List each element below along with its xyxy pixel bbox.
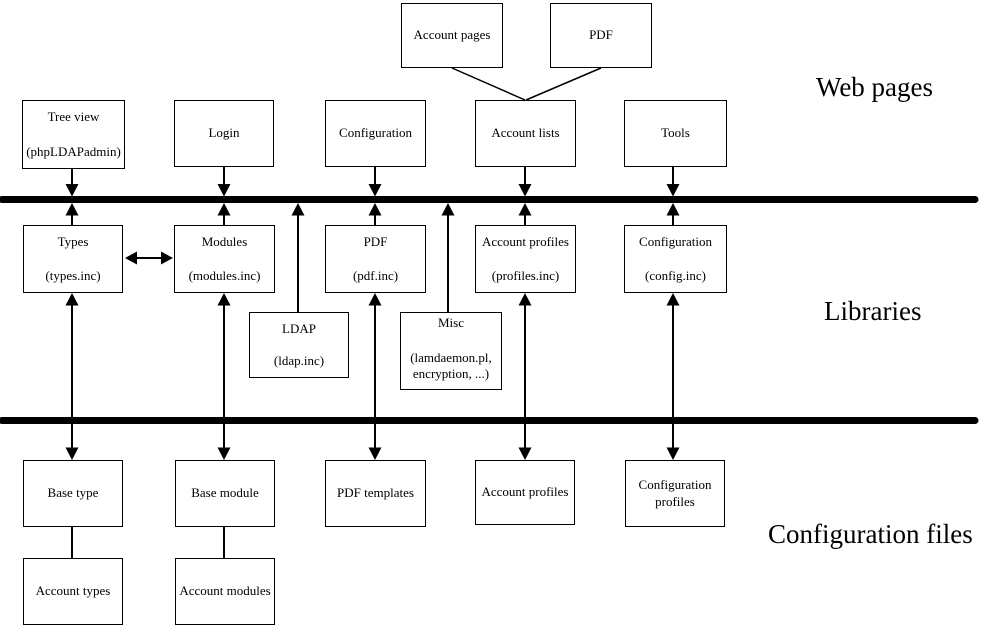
node-pdf-templates: PDF templates bbox=[325, 460, 426, 527]
node-label: LDAP bbox=[282, 321, 316, 336]
edge-account-lists-bus bbox=[518, 167, 532, 197]
node-label: Account pages bbox=[413, 27, 491, 43]
node-ldap-lib: LDAP (ldap.inc) bbox=[249, 312, 349, 378]
node-label: Configuration bbox=[339, 125, 412, 141]
up-arrowhead bbox=[666, 203, 680, 216]
section-label-configuration-files: Configuration files bbox=[768, 519, 973, 549]
node-base-type: Base type bbox=[23, 460, 123, 527]
node-sublabel: (profiles.inc) bbox=[491, 267, 560, 283]
node-pdf-pages: PDF bbox=[550, 3, 652, 68]
edge-ldap-bus bbox=[291, 203, 305, 312]
up-arrowhead bbox=[291, 203, 305, 216]
down-arrowhead bbox=[368, 184, 382, 197]
down-arrowhead bbox=[65, 184, 79, 197]
up-arrowhead bbox=[518, 293, 532, 306]
node-configuration-profiles: Configuration profiles bbox=[625, 460, 725, 527]
node-sublabel: (config.inc) bbox=[644, 267, 706, 283]
node-label: PDF bbox=[363, 234, 388, 249]
up-arrowhead bbox=[65, 293, 79, 306]
edge-types-bus bbox=[65, 203, 79, 225]
node-tree-view: Tree view (phpLDAPadmin) bbox=[22, 100, 125, 169]
node-tools: Tools bbox=[624, 100, 727, 167]
node-sublabel: (pdf.inc) bbox=[352, 267, 399, 283]
node-sublabel: (modules.inc) bbox=[188, 267, 261, 283]
down-arrowhead bbox=[518, 184, 532, 197]
node-login: Login bbox=[174, 100, 274, 167]
node-label: Configuration profiles bbox=[638, 477, 712, 509]
edge-pdf-lib-pdf-templates bbox=[368, 293, 382, 460]
node-label: Account profiles bbox=[481, 234, 569, 249]
node-modules-lib: Modules (modules.inc) bbox=[174, 225, 275, 293]
node-label: Login bbox=[208, 125, 240, 141]
node-configuration-page: Configuration bbox=[325, 100, 426, 167]
node-label: PDF templates bbox=[337, 485, 414, 501]
edge-configuration-lib-profiles bbox=[666, 293, 680, 460]
left-arrowhead bbox=[125, 251, 137, 265]
edge-misc-bus bbox=[441, 203, 455, 312]
down-arrowhead bbox=[217, 447, 231, 460]
up-arrowhead bbox=[666, 293, 680, 306]
edge-modules-bus bbox=[217, 203, 231, 225]
edge-modules-base-module bbox=[217, 293, 231, 460]
node-label: Base module bbox=[191, 485, 259, 501]
edge-login-bus bbox=[217, 167, 231, 197]
edge-pdf-pages-account-lists bbox=[525, 67, 602, 101]
node-label: Base type bbox=[47, 485, 99, 501]
edge-tools-bus bbox=[666, 167, 680, 197]
node-account-modules: Account modules bbox=[175, 558, 275, 625]
node-label: PDF bbox=[589, 27, 613, 43]
down-arrowhead bbox=[368, 447, 382, 460]
up-arrowhead bbox=[217, 293, 231, 306]
node-configuration-lib: Configuration (config.inc) bbox=[624, 225, 727, 293]
down-arrowhead bbox=[217, 184, 231, 197]
node-sublabel: (types.inc) bbox=[45, 267, 101, 283]
edge-configuration-bus bbox=[368, 167, 382, 197]
node-label: Modules bbox=[201, 234, 248, 249]
up-arrowhead bbox=[441, 203, 455, 216]
edge-types-modules bbox=[125, 251, 173, 265]
edge-tree-view-bus bbox=[65, 168, 79, 197]
edge-account-profiles-lib-files bbox=[518, 293, 532, 460]
node-label: Account modules bbox=[179, 583, 271, 599]
node-label: Types bbox=[57, 234, 89, 249]
node-account-profiles-file: Account profiles bbox=[475, 460, 575, 525]
node-label: Tools bbox=[661, 125, 690, 141]
node-account-profiles-lib: Account profiles (profiles.inc) bbox=[475, 225, 576, 293]
edge-account-pages-account-lists bbox=[451, 67, 526, 101]
section-label-web-pages: Web pages bbox=[816, 72, 934, 102]
node-base-module: Base module bbox=[175, 460, 275, 527]
node-account-types: Account types bbox=[23, 558, 123, 625]
up-arrowhead bbox=[217, 203, 231, 216]
node-label: Tree view bbox=[47, 109, 100, 124]
section-label-libraries: Libraries bbox=[824, 296, 922, 326]
node-label: Account lists bbox=[491, 125, 560, 141]
edge-types-base-type bbox=[65, 293, 79, 460]
node-label: Account profiles bbox=[481, 484, 569, 500]
node-label: Configuration bbox=[639, 234, 712, 249]
node-sublabel: (ldap.inc) bbox=[273, 352, 325, 368]
node-account-pages: Account pages bbox=[401, 3, 503, 68]
node-account-lists: Account lists bbox=[475, 100, 576, 167]
node-pdf-lib: PDF (pdf.inc) bbox=[325, 225, 426, 293]
edge-configuration-lib-bus bbox=[666, 203, 680, 225]
down-arrowhead bbox=[65, 447, 79, 460]
node-label: Misc bbox=[438, 315, 464, 330]
up-arrowhead bbox=[368, 203, 382, 216]
up-arrowhead bbox=[368, 293, 382, 306]
down-arrowhead bbox=[518, 447, 532, 460]
down-arrowhead bbox=[666, 447, 680, 460]
right-arrowhead bbox=[161, 251, 173, 265]
up-arrowhead bbox=[518, 203, 532, 216]
node-sublabel: (phpLDAPadmin) bbox=[26, 143, 121, 159]
up-arrowhead bbox=[65, 203, 79, 216]
node-label: Account types bbox=[35, 583, 111, 599]
node-sublabel: (lamdaemon.pl, encryption, ...) bbox=[410, 349, 492, 381]
down-arrowhead bbox=[666, 184, 680, 197]
edge-pdf-lib-bus bbox=[368, 203, 382, 225]
node-types-lib: Types (types.inc) bbox=[23, 225, 123, 293]
edge-account-profiles-lib-bus bbox=[518, 203, 532, 225]
node-misc-lib: Misc (lamdaemon.pl, encryption, ...) bbox=[400, 312, 502, 390]
